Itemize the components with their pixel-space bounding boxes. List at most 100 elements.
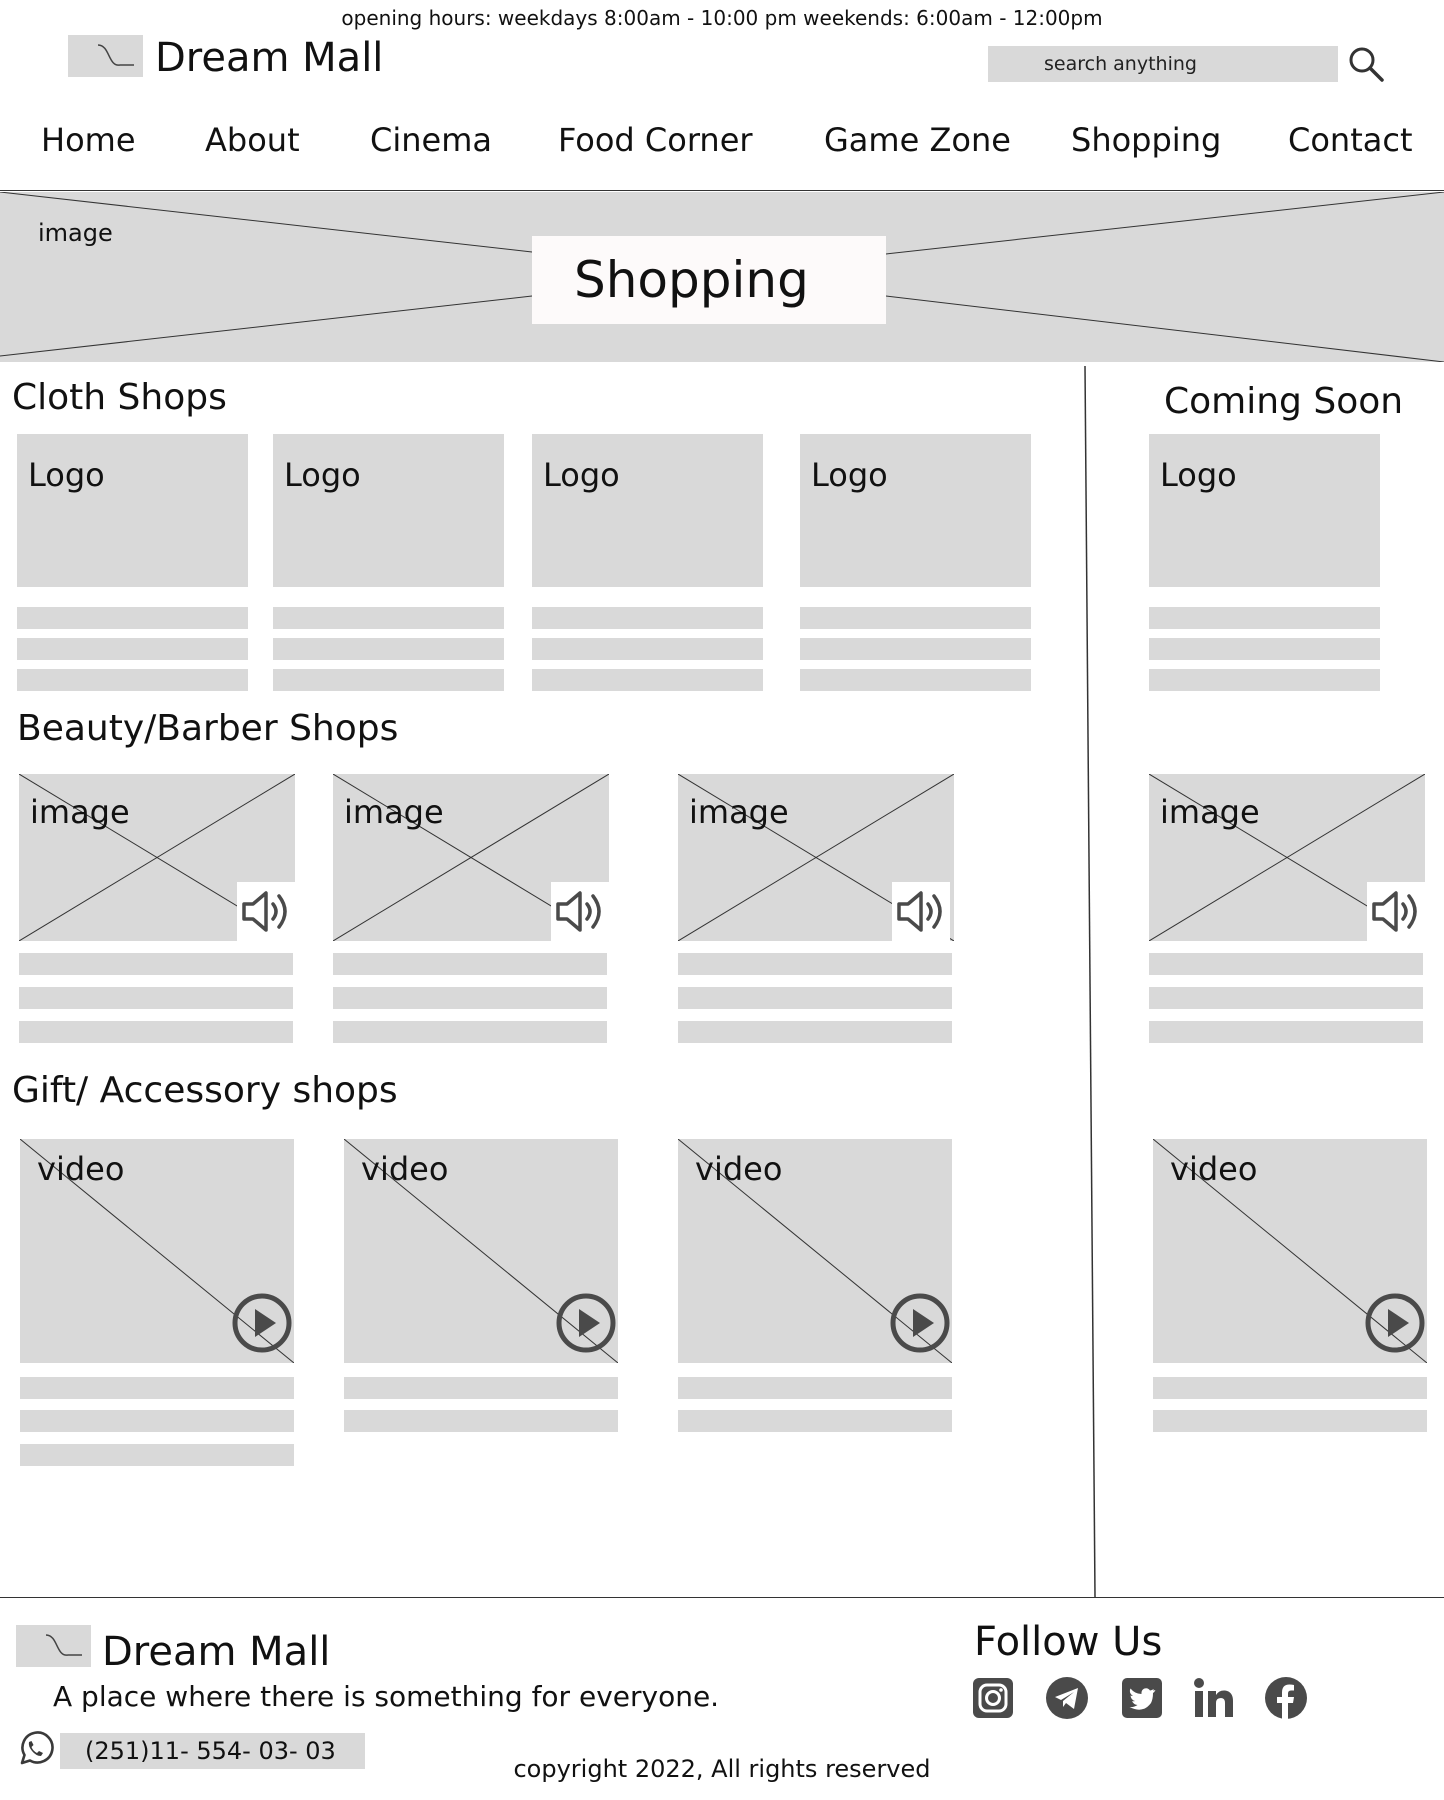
facebook-icon[interactable] [1264, 1676, 1308, 1720]
nav-contact[interactable]: Contact [1288, 121, 1413, 159]
text-line-placeholder [678, 1410, 952, 1432]
shop-video-card[interactable]: video [678, 1139, 952, 1363]
text-line-placeholder [678, 1377, 952, 1399]
text-line-placeholder [17, 607, 248, 629]
text-line-placeholder [19, 1021, 293, 1043]
footer-tagline: A place where there is something for eve… [53, 1680, 720, 1713]
coming-soon-image-card[interactable]: image [1149, 774, 1425, 941]
text-line-placeholder [20, 1377, 294, 1399]
play-icon[interactable] [890, 1293, 950, 1353]
logo-mark-icon [45, 1634, 82, 1656]
shop-logo-card[interactable]: Logo [273, 434, 504, 587]
text-line-placeholder [20, 1410, 294, 1432]
speaker-icon[interactable] [892, 882, 950, 941]
text-line-placeholder [800, 638, 1031, 660]
twitter-icon[interactable] [1120, 1676, 1164, 1720]
nav-home[interactable]: Home [41, 121, 136, 159]
text-line-placeholder [678, 953, 952, 975]
column-divider [1084, 365, 1096, 1598]
image-placeholder-cross [0, 192, 1444, 362]
text-line-placeholder [19, 953, 293, 975]
speaker-icon[interactable] [1367, 882, 1425, 941]
linkedin-icon[interactable] [1192, 1676, 1236, 1720]
logo-label: Logo [284, 456, 361, 494]
text-line-placeholder [20, 1444, 294, 1466]
nav-divider [0, 190, 1444, 191]
play-icon[interactable] [232, 1293, 292, 1353]
shop-video-card[interactable]: video [344, 1139, 618, 1363]
section-title-coming-soon: Coming Soon [1164, 381, 1404, 422]
nav-food-corner[interactable]: Food Corner [558, 121, 753, 159]
text-line-placeholder [344, 1377, 618, 1399]
text-line-placeholder [273, 669, 504, 691]
text-line-placeholder [678, 1021, 952, 1043]
section-title-beauty-shops: Beauty/Barber Shops [17, 708, 399, 749]
hero-title-box [532, 236, 886, 324]
text-line-placeholder [1153, 1410, 1427, 1432]
video-placeholder-diagonal [20, 1139, 294, 1363]
text-line-placeholder [1149, 1021, 1423, 1043]
text-line-placeholder [273, 607, 504, 629]
nav-about[interactable]: About [205, 121, 300, 159]
footer-brand-name: Dream Mall [102, 1629, 331, 1675]
opening-hours: opening hours: weekdays 8:00am - 10:00 p… [341, 6, 1103, 30]
text-line-placeholder [800, 607, 1031, 629]
text-line-placeholder [532, 669, 763, 691]
shop-image-card[interactable]: image [19, 774, 295, 941]
phone-number[interactable]: (251)11- 554- 03- 03 [60, 1733, 365, 1769]
text-line-placeholder [333, 1021, 607, 1043]
nav-cinema[interactable]: Cinema [370, 121, 492, 159]
text-line-placeholder [532, 607, 763, 629]
coming-soon-logo-card[interactable]: Logo [1149, 434, 1380, 587]
shop-image-card[interactable]: image [678, 774, 954, 941]
text-line-placeholder [1149, 607, 1380, 629]
logo-label: Logo [28, 456, 105, 494]
footer-divider [0, 1597, 1444, 1598]
nav-shopping[interactable]: Shopping [1071, 121, 1222, 159]
search-input[interactable] [988, 46, 1338, 82]
image-label: image [1160, 793, 1260, 831]
instagram-icon[interactable] [971, 1676, 1015, 1720]
video-placeholder-diagonal [344, 1139, 618, 1363]
shop-video-card[interactable]: video [20, 1139, 294, 1363]
play-icon[interactable] [556, 1293, 616, 1353]
whatsapp-icon[interactable] [16, 1730, 54, 1768]
text-line-placeholder [1149, 953, 1423, 975]
video-placeholder-diagonal [1153, 1139, 1427, 1363]
video-placeholder-diagonal [678, 1139, 952, 1363]
image-label: image [689, 793, 789, 831]
follow-us-heading: Follow Us [974, 1619, 1163, 1665]
text-line-placeholder [678, 987, 952, 1009]
video-label: video [37, 1150, 125, 1188]
speaker-icon[interactable] [237, 882, 295, 941]
text-line-placeholder [1149, 669, 1380, 691]
shop-logo-card[interactable]: Logo [532, 434, 763, 587]
logo-mark-icon [97, 44, 134, 66]
shop-image-card[interactable]: image [333, 774, 609, 941]
section-title-gift-shops: Gift/ Accessory shops [12, 1070, 398, 1111]
logo-label: Logo [543, 456, 620, 494]
search-icon[interactable] [1346, 44, 1386, 84]
text-line-placeholder [333, 987, 607, 1009]
shop-logo-card[interactable]: Logo [17, 434, 248, 587]
hero-image-label: image [38, 219, 113, 247]
text-line-placeholder [273, 638, 504, 660]
nav-game-zone[interactable]: Game Zone [824, 121, 1011, 159]
brand-logo[interactable] [68, 35, 143, 77]
play-icon[interactable] [1365, 1293, 1425, 1353]
logo-label: Logo [1160, 456, 1237, 494]
footer-logo[interactable] [16, 1625, 91, 1667]
text-line-placeholder [1149, 638, 1380, 660]
text-line-placeholder [800, 669, 1031, 691]
text-line-placeholder [17, 669, 248, 691]
copyright-text: copyright 2022, All rights reserved [513, 1755, 931, 1783]
text-line-placeholder [17, 638, 248, 660]
coming-soon-video-card[interactable]: video [1153, 1139, 1427, 1363]
telegram-icon[interactable] [1045, 1676, 1089, 1720]
speaker-icon[interactable] [551, 882, 609, 941]
text-line-placeholder [333, 953, 607, 975]
brand-name[interactable]: Dream Mall [155, 35, 384, 81]
image-label: image [30, 793, 130, 831]
text-line-placeholder [19, 987, 293, 1009]
shop-logo-card[interactable]: Logo [800, 434, 1031, 587]
